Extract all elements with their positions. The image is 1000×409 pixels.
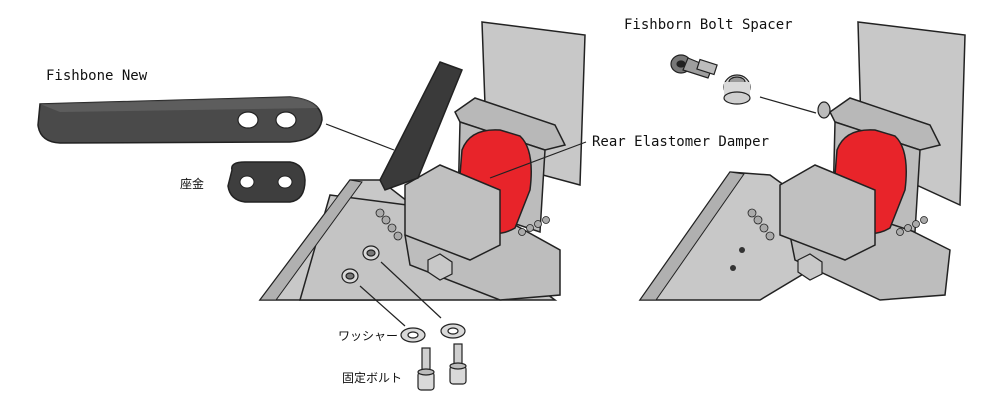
- washer-plate-part: [227, 161, 306, 203]
- label-fixing-bolt: 固定ボルト: [342, 370, 402, 385]
- leader-washer-upper: [380, 261, 442, 319]
- leader-bolt-spacer: [759, 96, 817, 114]
- leader-damper: [489, 141, 587, 179]
- right-frame-assembly: [638, 21, 966, 301]
- label-bolt-spacer: Fishborn Bolt Spacer: [624, 17, 793, 33]
- bolt-spacer-parts: [670, 54, 751, 105]
- fishbone-new-part: [37, 96, 323, 144]
- left-frame-assembly: [258, 21, 586, 301]
- bolt-bosses: [341, 245, 380, 284]
- label-fishbone-new: Fishbone New: [46, 68, 148, 84]
- label-washer: ワッシャー: [338, 329, 398, 343]
- label-rear-damper: Rear Elastomer Damper: [592, 134, 769, 150]
- fishbone-installed-left: [379, 61, 463, 191]
- leader-fishbone: [325, 123, 395, 151]
- label-washer-plate: 座金: [180, 176, 204, 191]
- leader-washer-lower: [359, 285, 406, 327]
- fixing-bolts: [417, 343, 467, 391]
- washers: [400, 323, 466, 343]
